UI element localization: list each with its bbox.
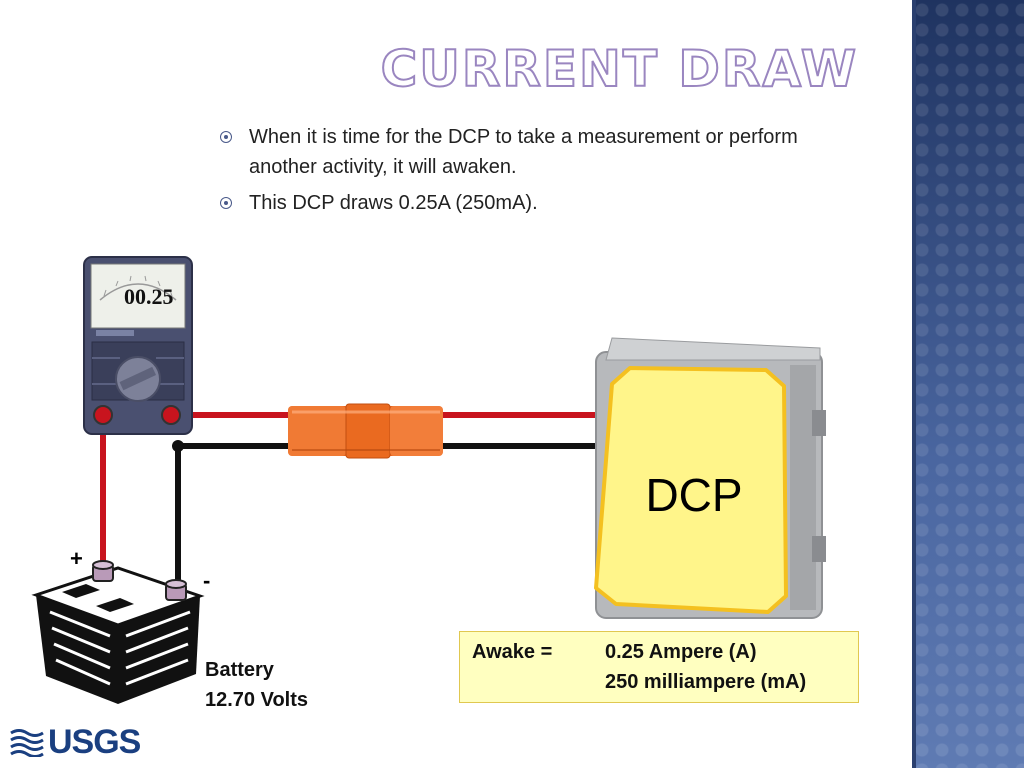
bullet-icon xyxy=(220,197,232,209)
circuit-diagram xyxy=(31,256,826,704)
awake-milliamperes: 250 milliampere (mA) xyxy=(605,671,807,693)
bullet-icon xyxy=(220,131,232,143)
bullet-list: When it is time for the DCP to take a me… xyxy=(218,122,838,224)
meter-reading: 00.25 xyxy=(124,284,174,309)
slide-title: Current Draw xyxy=(380,39,858,99)
battery-label: Battery xyxy=(205,659,274,681)
wire-junction xyxy=(172,440,184,452)
battery-caption: Battery 12.70 Volts xyxy=(205,655,308,715)
bullet-text: When it is time for the DCP to take a me… xyxy=(249,126,798,178)
dcp-enclosure-icon xyxy=(594,337,826,619)
usgs-wave-icon xyxy=(10,729,44,757)
battery-minus-label: - xyxy=(203,568,211,593)
decorative-side-band xyxy=(912,0,1024,768)
usgs-logo: USGS xyxy=(10,722,141,762)
battery-positive-terminal xyxy=(92,560,114,582)
battery-plus-label: + xyxy=(70,546,83,571)
bullet-item: When it is time for the DCP to take a me… xyxy=(218,122,838,182)
battery-negative-terminal xyxy=(165,579,187,601)
multimeter-icon xyxy=(83,256,193,435)
awake-label: Awake = xyxy=(472,641,553,663)
bullet-text: This DCP draws 0.25A (250mA). xyxy=(249,192,538,214)
awake-amperes: 0.25 Ampere (A) xyxy=(605,641,757,663)
awake-current-box: Awake = 0.25 Ampere (A) 250 milliampere … xyxy=(459,631,859,703)
battery-voltage: 12.70 Volts xyxy=(205,689,309,711)
dcp-label: DCP xyxy=(645,469,743,521)
inline-fuse-holder-icon xyxy=(288,403,443,459)
bullet-item: This DCP draws 0.25A (250mA). xyxy=(218,188,838,218)
usgs-logo-text: USGS xyxy=(48,722,141,761)
battery-icon xyxy=(31,560,205,704)
